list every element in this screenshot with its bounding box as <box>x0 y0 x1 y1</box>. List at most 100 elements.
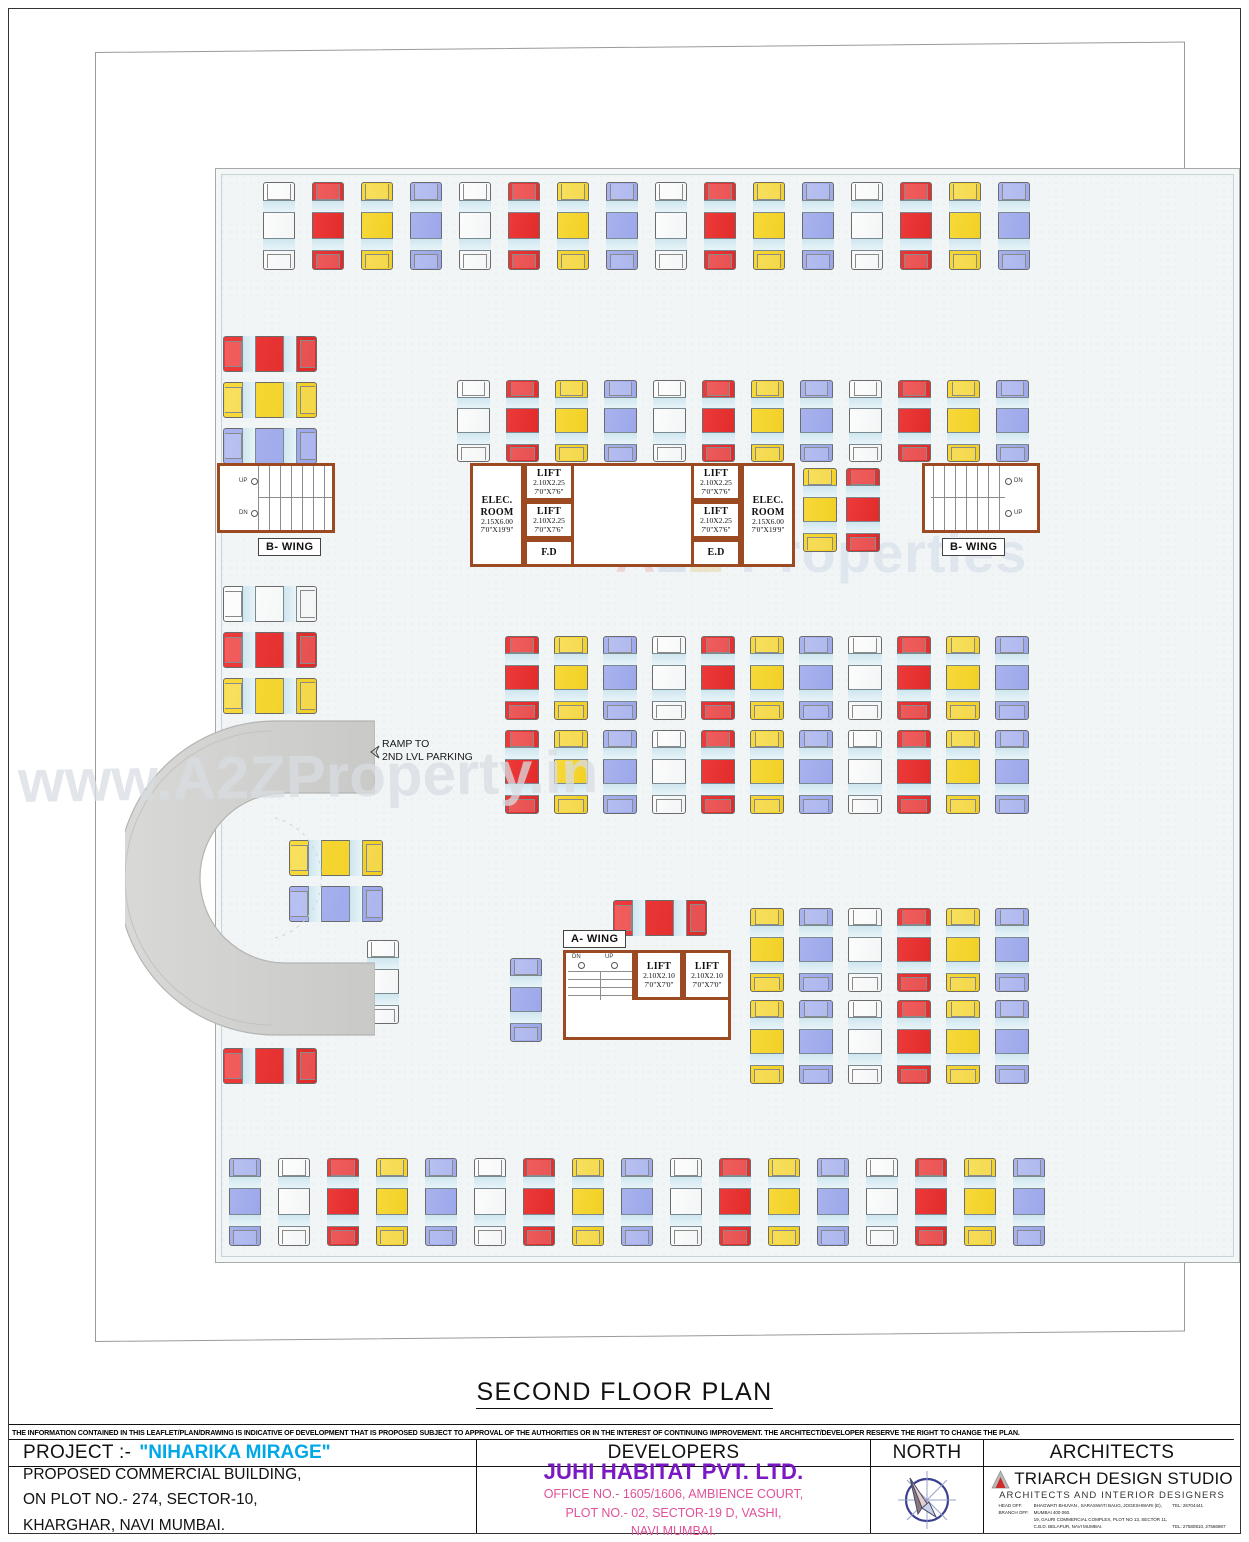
parked-car <box>898 380 931 462</box>
page-title: SECOND FLOOR PLAN <box>0 1378 1249 1409</box>
parked-car <box>474 1158 506 1246</box>
fire-duct-right-label: E.D <box>707 547 725 559</box>
ramp-label-line1: RAMP TO <box>382 738 430 750</box>
parked-car <box>799 908 833 992</box>
parked-car <box>751 380 784 462</box>
wing-label-b-left: B- WING <box>258 538 322 556</box>
lift-a-left-dim-m: 2.10X2.10 <box>643 971 675 981</box>
parked-car <box>508 182 540 270</box>
parked-car <box>949 182 981 270</box>
stair-treads-right <box>925 466 1037 530</box>
parked-car <box>621 1158 653 1246</box>
stair-treads-left <box>220 466 332 530</box>
title-block: THE INFORMATION CONTAINED IN THIS LEAFLE… <box>9 1424 1240 1539</box>
parked-car <box>946 636 980 720</box>
floor-plan-drawing: A2Z Properties RAMP TO 2ND LVL PARKING E… <box>125 168 1240 1263</box>
parked-car <box>704 182 736 270</box>
lift-right-top-dim-ft: 7'0"X7'6" <box>701 486 731 496</box>
lift-left-top-dim-m: 2.10X2.25 <box>533 478 565 488</box>
parked-car <box>897 908 931 992</box>
lift-right-top-name: LIFT <box>703 468 729 480</box>
parked-car <box>223 382 317 418</box>
developer-cell: JUHI HABITAT PVT. LTD. OFFICE NO.- 1605/… <box>477 1459 871 1538</box>
parked-car <box>410 182 442 270</box>
parked-car <box>702 380 735 462</box>
lift-right-top: LIFT 2.10X2.25 7'0"X7'6" <box>691 463 741 501</box>
ramp-structure <box>125 720 375 1036</box>
elec-room-right-name1: ELEC. <box>752 495 784 507</box>
parked-car <box>701 730 735 814</box>
lift-left-bottom-dim-ft: 7'0"X7'6" <box>534 524 564 534</box>
lift-a-wing-right: LIFT 2.10X2.10 7'0"X7'0" <box>683 950 731 1000</box>
parked-car <box>998 182 1030 270</box>
parked-car <box>505 730 539 814</box>
developer-address-2: PLOT NO.- 02, SECTOR-19 D, VASHI, <box>565 1505 782 1520</box>
architect-head-off-tel: TEL: 26704441 <box>1172 1503 1203 1509</box>
parked-car <box>655 182 687 270</box>
parked-car <box>457 380 490 462</box>
elec-room-left-dim-m: 2.15X6.00 <box>481 516 513 526</box>
architect-branch-off-tel: TEL: 27580810, 27566987 <box>1172 1523 1226 1529</box>
parked-car <box>606 182 638 270</box>
elec-room-left: ELEC. ROOM 2.15X6.00 7'0"X19'9" <box>470 463 524 567</box>
stair-left-dn-label: DN <box>239 510 248 516</box>
title-block-header-row: PROJECT :- "NIHARIKA MIRAGE" DEVELOPERS … <box>9 1440 1240 1467</box>
project-header-cell: PROJECT :- "NIHARIKA MIRAGE" <box>9 1440 477 1466</box>
project-description-cell: PROPOSED COMMERCIAL BUILDING, ON PLOT NO… <box>9 1466 477 1534</box>
parked-car <box>866 1158 898 1246</box>
parked-car <box>223 1048 317 1084</box>
project-line-3: KHARGHAR, NAVI MUMBAI. <box>23 1516 226 1534</box>
elec-room-left-dim-ft: 7'0"X19'9" <box>480 525 514 535</box>
parked-car <box>289 840 383 876</box>
parked-car <box>459 182 491 270</box>
parked-car <box>897 730 931 814</box>
parked-car <box>652 730 686 814</box>
stair-left-up-label: UP <box>239 478 248 484</box>
parked-car <box>995 636 1029 720</box>
project-line-1: PROPOSED COMMERCIAL BUILDING, <box>23 1466 302 1484</box>
parked-car <box>803 468 837 552</box>
parked-car <box>223 336 317 372</box>
parked-car <box>846 468 880 552</box>
parked-car <box>750 730 784 814</box>
parked-car <box>848 1000 882 1084</box>
parked-car <box>897 636 931 720</box>
page-title-text: SECOND FLOOR PLAN <box>476 1378 773 1409</box>
project-line-2: ON PLOT NO.- 274, SECTOR-10, <box>23 1491 258 1509</box>
ramp-direction-arrow <box>370 745 380 759</box>
parked-car <box>719 1158 751 1246</box>
parked-car <box>554 636 588 720</box>
project-header-label: PROJECT :- <box>23 1442 132 1463</box>
ramp-label-line2: 2ND LVL PARKING <box>382 751 473 763</box>
parked-car <box>996 380 1029 462</box>
architect-cell: TRIARCH DESIGN STUDIO ARCHITECTS AND INT… <box>984 1467 1240 1533</box>
parked-car <box>995 1000 1029 1084</box>
wing-a-core-shell <box>563 1000 731 1040</box>
parked-car <box>946 1000 980 1084</box>
disclaimer-text: THE INFORMATION CONTAINED IN THIS LEAFLE… <box>9 1425 1234 1440</box>
parked-car <box>361 182 393 270</box>
parked-car <box>312 182 344 270</box>
parked-car <box>555 380 588 462</box>
parked-car <box>851 182 883 270</box>
parked-car <box>327 1158 359 1246</box>
parked-car <box>848 730 882 814</box>
architect-subtitle: ARCHITECTS AND INTERIOR DESIGNERS <box>999 1490 1225 1502</box>
lift-a-left-dim-ft: 7'0"X7'0" <box>644 979 674 989</box>
parked-car <box>652 636 686 720</box>
architect-branch-off-line2: C.B.D. BELAPUR, NAVI MUMBAI. <box>1033 1523 1103 1529</box>
parked-car <box>603 636 637 720</box>
lift-left-bottom-dim-m: 2.10X2.25 <box>533 516 565 526</box>
architect-head-off-line1: BHAGWATI BHUVAN , SARASWATI BAUG, JOGESH… <box>1033 1503 1162 1509</box>
developers-header-cell: DEVELOPERS <box>477 1440 871 1466</box>
parked-car <box>523 1158 555 1246</box>
parked-car <box>817 1158 849 1246</box>
title-block-body-row: PROPOSED COMMERCIAL BUILDING, ON PLOT NO… <box>9 1459 1240 1539</box>
parked-car <box>653 380 686 462</box>
parked-car <box>802 182 834 270</box>
parked-car <box>799 636 833 720</box>
architect-name: TRIARCH DESIGN STUDIO <box>1014 1469 1233 1489</box>
parked-car <box>750 1000 784 1084</box>
lift-right-top-dim-m: 2.10X2.25 <box>700 478 732 488</box>
lift-left-bottom-name: LIFT <box>536 506 562 518</box>
